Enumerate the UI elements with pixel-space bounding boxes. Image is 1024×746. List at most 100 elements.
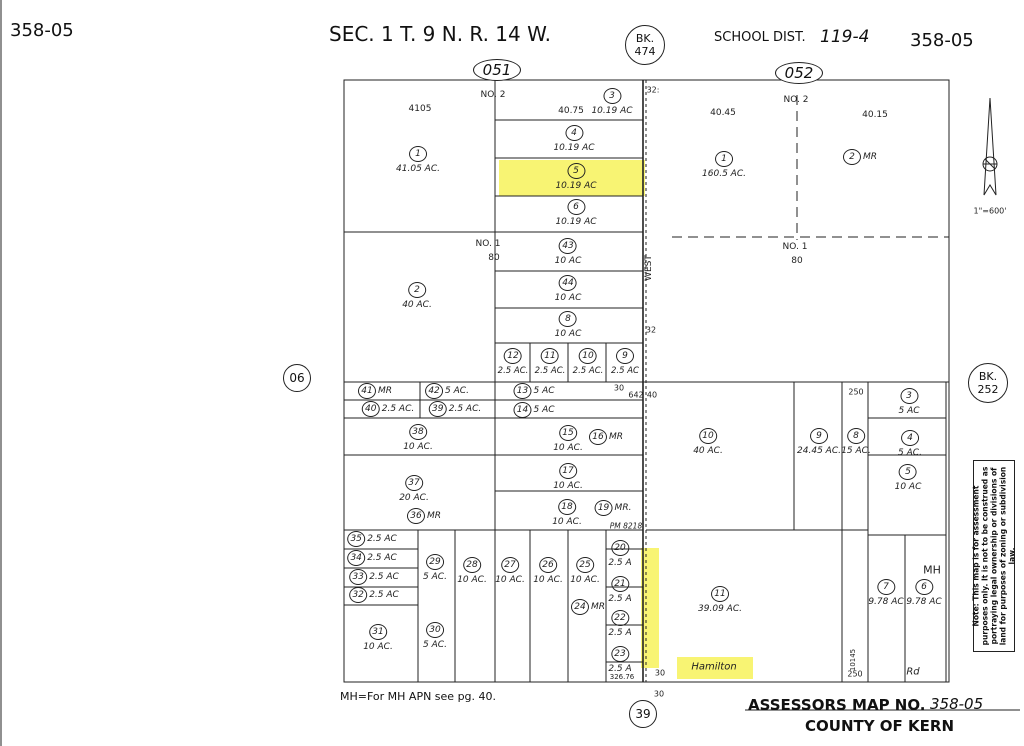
parcel-area: 10 AC.: [553, 481, 583, 491]
parcel-area: 9.78 AC: [906, 597, 942, 607]
parcel-number: 27: [501, 557, 519, 573]
parcel-number: 32: [349, 587, 368, 603]
parcel-31: 31 10 AC.: [363, 624, 393, 652]
parcel-number: 1: [409, 146, 427, 162]
parcel-number: 43: [558, 238, 577, 254]
parcel-area: 10 AC.: [457, 575, 487, 585]
sheet-39-bubble: 39: [629, 700, 657, 728]
parcel-area: 40 AC.: [693, 446, 723, 456]
dim-30-bottom: 30: [654, 668, 666, 678]
road-name-label: Hamilton: [691, 661, 737, 673]
dim-10145: 10145: [849, 648, 857, 672]
parcel-number: 35: [347, 531, 366, 547]
parcel-area: 10.19 AC: [555, 217, 597, 227]
parcel-area: 10.19 AC: [591, 106, 633, 116]
parcel-number: 11: [711, 586, 729, 602]
parcel-e6: 6 9.78 AC: [906, 579, 942, 607]
parcel-number: 3: [602, 88, 621, 104]
school-district-value: 119-4: [820, 27, 870, 47]
pm-number: PM 8218: [609, 521, 643, 531]
page-number-right: 358-05: [910, 30, 974, 51]
dim-642: 642: [628, 390, 644, 400]
road-highlight: [677, 657, 753, 679]
parcel-area: 2.5 A: [608, 628, 632, 638]
parcel-e10: 10 40 AC.: [693, 428, 723, 456]
parcel-area: 2.5 A: [608, 594, 632, 604]
road-suffix-label: Rd: [906, 666, 920, 678]
dim-250-bottom: 250: [847, 669, 863, 679]
parcel-number: 24: [570, 599, 589, 615]
parcel-area: MR: [377, 386, 393, 396]
parcel-area: 15 AC.: [841, 446, 871, 456]
county-label: COUNTY OF KERN: [805, 717, 955, 735]
parcel-area: 2.5 AC: [367, 534, 397, 544]
parcel-number: 1: [715, 151, 733, 167]
parcel-area: 10 AC.: [403, 442, 433, 452]
parcel-number: 18: [558, 499, 576, 515]
parcel-area: MR: [608, 432, 624, 442]
parcel-number: 44: [558, 275, 577, 291]
parcel-number: 17: [559, 463, 577, 479]
parcel-area: 24.45 AC.: [797, 446, 841, 456]
parcel-number: 7: [877, 579, 895, 595]
parcel-number: 10: [699, 428, 717, 444]
mh-marker: MH: [923, 563, 941, 577]
lot-no2-left: NO. 2: [480, 90, 506, 100]
dim-30-bottom-2: 30: [653, 689, 665, 699]
parcel-number: 31: [369, 624, 387, 640]
parcel-number: 14: [513, 402, 532, 418]
lot-no1-left: NO. 1: [475, 239, 501, 249]
parcel-area: 2.5 AC: [611, 366, 639, 376]
east-book-label: BK.: [978, 370, 998, 383]
parcel-number: 6: [566, 199, 585, 215]
disclaimer-box: Note: This map is for assessment purpose…: [971, 460, 1017, 652]
parcel-number: 5: [898, 464, 917, 480]
parcel-area: 10 AC.: [553, 443, 583, 453]
north-arrow-icon: [982, 97, 998, 196]
book-474-badge: BK. 474: [625, 25, 665, 65]
parcel-number: 4: [900, 430, 919, 446]
parcel-number: 13: [513, 383, 532, 399]
parcel-area: 10.19 AC: [553, 143, 595, 153]
sheet-052-bubble: 052: [775, 62, 823, 84]
parcel-area: 5 AC.: [445, 386, 469, 396]
disclaimer-text: Note: This map is for assessment purpose…: [971, 466, 1017, 646]
parcel-number: 4: [564, 125, 583, 141]
book-number: 474: [634, 45, 656, 58]
lot-80-right: 80: [791, 256, 803, 266]
parcel-number: 6: [915, 579, 933, 595]
parcel-number: 33: [349, 569, 368, 585]
parcel-4: 4 10.19 AC: [553, 125, 595, 153]
parcel-area: 5 AC: [533, 386, 555, 396]
parcel-area: 2.5 AC.: [381, 404, 415, 414]
parcel-area: 10 AC.: [552, 517, 582, 527]
parcel-area: 10 AC.: [363, 642, 393, 652]
parcel-number: 12: [503, 348, 522, 364]
parcel-number: 8: [558, 311, 577, 327]
book-252-badge: BK. 252: [968, 363, 1008, 403]
